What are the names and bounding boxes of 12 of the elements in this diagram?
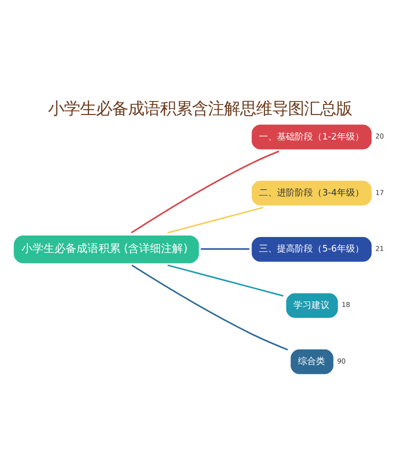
connector bbox=[167, 206, 264, 234]
node-box: 学习建议 bbox=[286, 293, 338, 318]
node-box: 一、基础阶段（1-2年级） bbox=[252, 124, 372, 150]
connector bbox=[130, 150, 280, 234]
node-box: 综合类 bbox=[290, 349, 334, 374]
diagram-title: 小学生必备成语积累含注解思维导图汇总版 bbox=[48, 99, 352, 118]
connector bbox=[200, 248, 250, 250]
node-box: 三、提高阶段（5-6年级） bbox=[252, 237, 372, 262]
connector bbox=[167, 264, 284, 297]
node-box: 小学生必备成语积累 (含详细注解) bbox=[14, 236, 199, 264]
node-box: 二、进阶阶段（3-4年级） bbox=[252, 180, 372, 206]
connector bbox=[132, 264, 288, 351]
